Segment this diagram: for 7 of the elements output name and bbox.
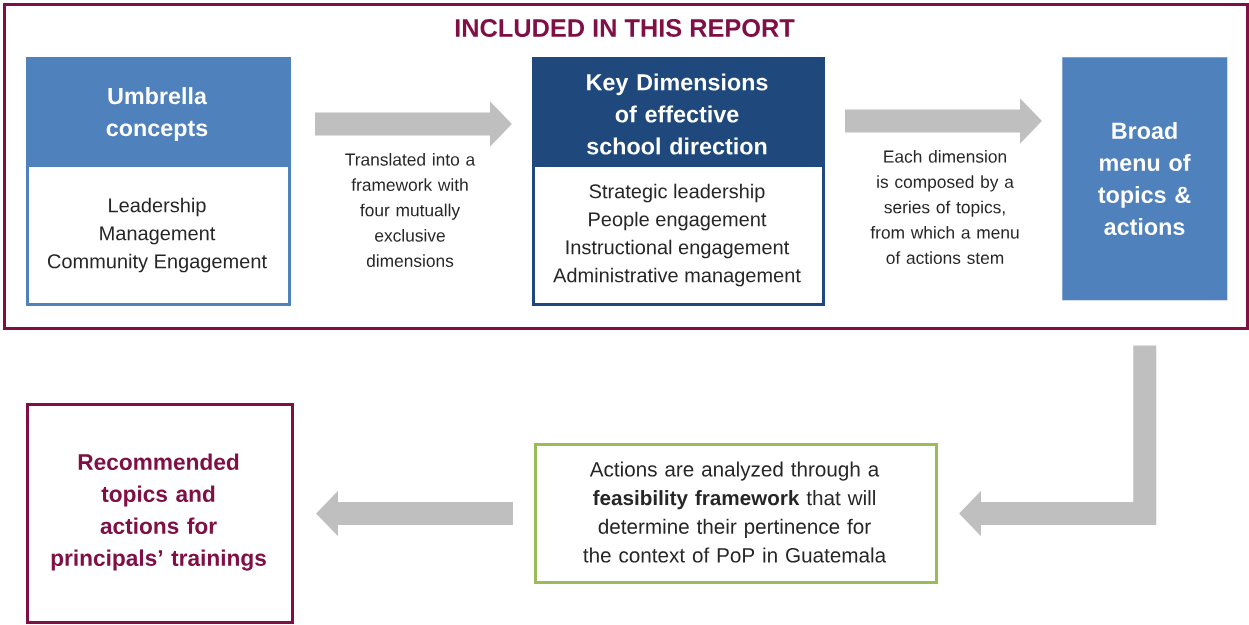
dimension-box: Key Dimensions of effective school direction Strategic leadership People engagement Instructional engagement Administrative management bbox=[532, 57, 825, 306]
framework-box: Actions are analyzed through a feasibility framework that will determine their pertinence for the context of PoP in Guatemala bbox=[534, 443, 938, 584]
result-box: Recommended topics and actions for principals’ trainings bbox=[26, 403, 294, 624]
concept-box: Umbrella concepts Leadership Management Community Engagement bbox=[26, 57, 291, 306]
edge-label: Each dimension is composed by a series of topics, from which a menu of actions stem bbox=[870, 149, 1019, 265]
edge-label: Translated into a framework with four mutually exclusive dimensions bbox=[345, 152, 476, 268]
menu-box: Broad menu of topics & actions bbox=[1062, 57, 1228, 301]
